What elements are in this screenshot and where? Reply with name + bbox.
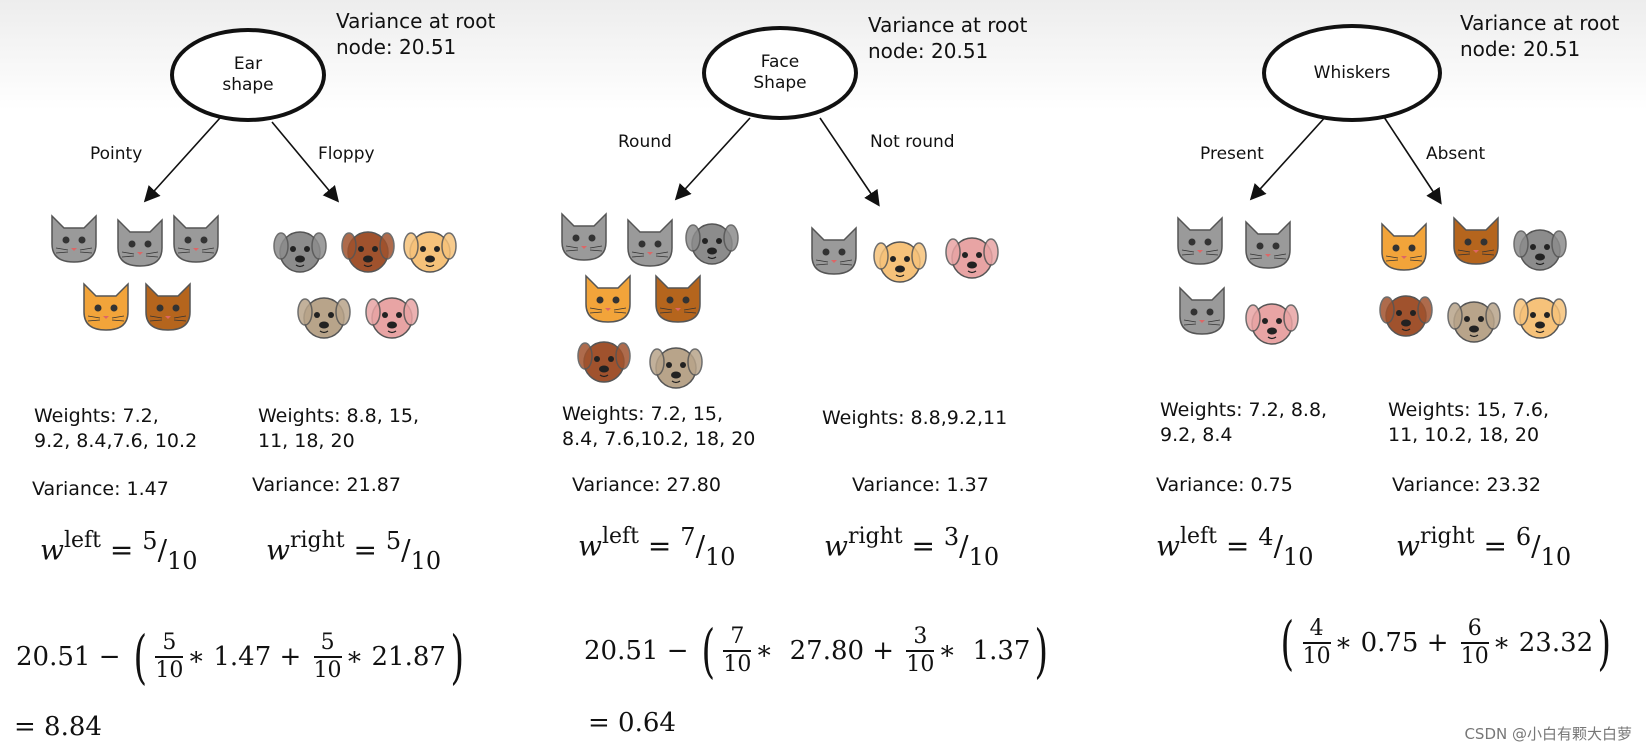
cat-icon <box>622 214 678 274</box>
variance-right: Variance: 23.32 <box>1392 474 1541 496</box>
dog-icon <box>684 214 740 274</box>
variance-left: Variance: 1.47 <box>32 478 169 500</box>
weights-left: Weights: 7.2, 8.8, 9.2, 8.4 <box>1160 399 1328 446</box>
w-right-fraction: wright = 3/10 <box>824 523 1000 572</box>
variance-right: Variance: 1.37 <box>852 474 989 496</box>
dog-icon <box>1512 288 1568 348</box>
cat-icon <box>1376 218 1432 278</box>
root-variance: Variance at root node: 20.51 <box>868 13 1028 63</box>
watermark: CSDN @小白有颗大白萝 <box>1464 725 1632 743</box>
arrow-pointy <box>143 117 221 203</box>
w-left-fraction: wleft = 7/10 <box>578 523 736 572</box>
root-variance: Variance at root node: 20.51 <box>336 9 496 59</box>
dog-icon <box>1244 294 1300 354</box>
cat-icon <box>806 222 862 282</box>
variance-left: Variance: 27.80 <box>572 474 721 496</box>
cat-icon <box>1172 212 1228 272</box>
root-variance: Variance at root node: 20.51 <box>1460 11 1620 61</box>
cat-icon <box>168 210 224 270</box>
arrow-round <box>674 117 751 201</box>
dog-icon <box>872 232 928 292</box>
w-right-fraction: wright = 5/10 <box>266 527 442 576</box>
weights-right: Weights: 8.8, 15, 11, 18, 20 <box>258 405 420 452</box>
dog-icon <box>576 332 632 392</box>
cat-icon <box>140 278 196 338</box>
dog-icon <box>402 222 458 282</box>
cat-icon <box>650 270 706 330</box>
w-left-fraction: wleft = 4/10 <box>1156 523 1314 572</box>
branch-label-round: Round <box>618 132 672 152</box>
weights-left: Weights: 7.2, 15, 8.4, 7.6,10.2, 18, 20 <box>562 403 756 450</box>
cat-icon <box>1174 282 1230 342</box>
cat-icon <box>78 278 134 338</box>
weights-left: Weights: 7.2, 9.2, 8.4,7.6, 10.2 <box>34 405 198 452</box>
node-whiskers: Whiskers <box>1262 24 1442 122</box>
node-face-shape: Face Shape <box>702 26 858 120</box>
dog-icon <box>944 228 1000 288</box>
dog-icon <box>1378 286 1434 346</box>
branch-label-floppy: Floppy <box>318 144 375 164</box>
w-right-fraction: wright = 6/10 <box>1396 523 1572 572</box>
weights-right: Weights: 8.8,9.2,11 <box>822 407 1008 429</box>
dog-icon <box>1512 220 1568 280</box>
branch-label-not-round: Not round <box>870 132 955 152</box>
cat-icon <box>1240 216 1296 276</box>
variance-right: Variance: 21.87 <box>252 474 401 496</box>
cat-icon <box>1448 212 1504 272</box>
cat-icon <box>556 208 612 268</box>
weights-right: Weights: 15, 7.6, 11, 10.2, 18, 20 <box>1388 399 1550 446</box>
arrow-not-round <box>819 117 880 207</box>
dog-icon <box>648 338 704 398</box>
branch-label-pointy: Pointy <box>90 144 143 164</box>
dog-icon <box>1446 292 1502 352</box>
branch-label-present: Present <box>1200 144 1264 164</box>
arrow-present <box>1249 113 1329 201</box>
dog-icon <box>364 288 420 348</box>
branch-label-absent: Absent <box>1426 144 1486 164</box>
arrow-floppy <box>271 121 340 203</box>
dog-icon <box>340 222 396 282</box>
cat-icon <box>112 214 168 274</box>
cat-icon <box>580 270 636 330</box>
dog-icon <box>296 288 352 348</box>
arrow-absent <box>1381 113 1442 205</box>
node-ear-shape: Ear shape <box>170 28 326 122</box>
w-left-fraction: wleft = 5/10 <box>40 527 198 576</box>
info-gain-result: = 8.84 <box>14 712 102 742</box>
variance-left: Variance: 0.75 <box>1156 474 1293 496</box>
dog-icon <box>272 222 328 282</box>
cat-icon <box>46 210 102 270</box>
info-gain-result: = 0.64 <box>588 708 676 738</box>
